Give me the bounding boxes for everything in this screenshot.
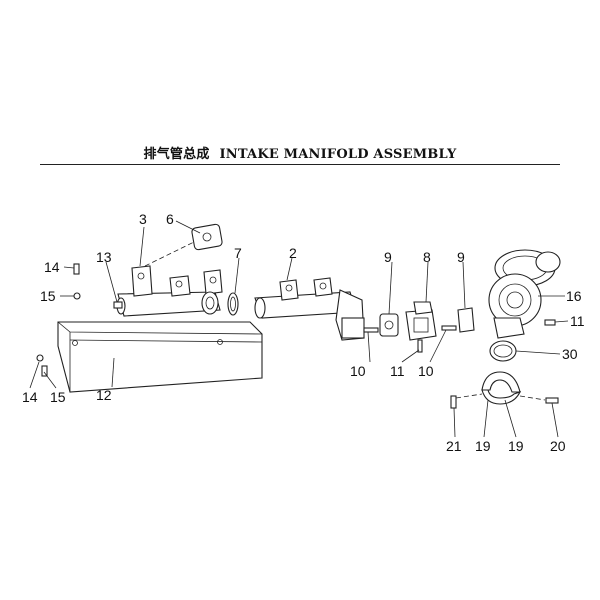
bolt-13 xyxy=(113,301,123,309)
callout-8: 8 xyxy=(423,249,431,265)
bolt-14-bottom xyxy=(41,365,48,377)
callout-9-right: 9 xyxy=(457,249,465,265)
adapter-flange-8 xyxy=(405,301,437,341)
callout-15-top: 15 xyxy=(40,288,56,304)
v-band-clamp-19 xyxy=(481,371,522,405)
callout-7: 7 xyxy=(234,245,242,261)
stud-10-left xyxy=(363,327,379,333)
bolt-14-top xyxy=(73,263,80,275)
bolt-20 xyxy=(545,397,559,404)
bolt-11-right xyxy=(544,319,556,326)
callout-2: 2 xyxy=(289,245,297,261)
callout-10-right: 10 xyxy=(418,363,434,379)
turbocharger-16 xyxy=(488,249,561,339)
title-underline xyxy=(40,164,560,165)
callout-19-right: 19 xyxy=(508,438,524,454)
bolt-11-center xyxy=(417,339,423,353)
callout-11-right: 11 xyxy=(570,313,585,329)
gasket-9-left xyxy=(379,313,399,337)
clamp-ring-30 xyxy=(489,340,517,362)
washer-15-top xyxy=(73,292,81,300)
callout-13: 13 xyxy=(96,249,112,265)
callout-6: 6 xyxy=(166,211,174,227)
callout-14-top: 14 xyxy=(44,259,60,275)
gasket-9-right xyxy=(457,307,475,333)
callout-9-left: 9 xyxy=(384,249,392,265)
assembly-line-20 xyxy=(519,395,546,401)
title-english: INTAKE MANIFOLD ASSEMBLY xyxy=(219,147,457,162)
page-title: 排气管总成 INTAKE MANIFOLD ASSEMBLY xyxy=(0,143,600,162)
callout-12: 12 xyxy=(96,387,112,403)
callout-20: 20 xyxy=(550,438,566,454)
stud-10-right xyxy=(441,325,457,331)
heat-shield-12 xyxy=(57,321,263,393)
assembly-line-21 xyxy=(455,393,483,399)
bolt-21 xyxy=(450,395,457,409)
washer-15-bottom xyxy=(36,354,44,362)
callout-21: 21 xyxy=(446,438,462,454)
manifold-front-3 xyxy=(116,265,223,317)
assembly-line-6 xyxy=(144,241,195,267)
callout-30: 30 xyxy=(562,346,578,362)
callout-19-left: 19 xyxy=(475,438,491,454)
leader-lines xyxy=(29,220,569,438)
callout-14-bottom: 14 xyxy=(22,389,38,405)
callout-16: 16 xyxy=(566,288,582,304)
callout-15-bottom: 15 xyxy=(50,389,66,405)
callout-10-left: 10 xyxy=(350,363,366,379)
gasket-6 xyxy=(191,223,223,251)
callout-3: 3 xyxy=(139,211,147,227)
manifold-rear-2 xyxy=(254,277,365,341)
title-chinese: 排气管总成 xyxy=(143,147,210,162)
callout-11-center: 11 xyxy=(390,363,405,379)
seal-ring-7 xyxy=(227,292,239,316)
